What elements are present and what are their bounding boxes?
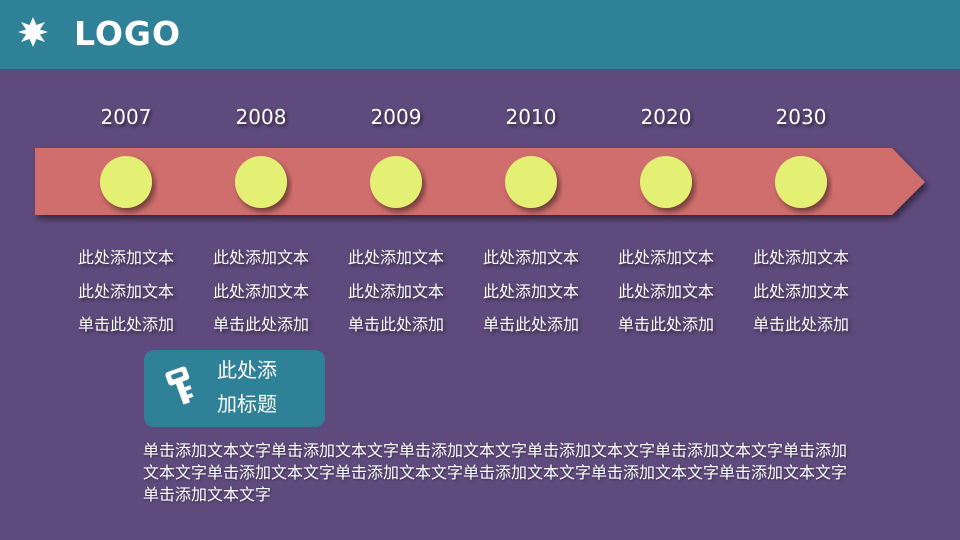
header-bar: LOGO — [0, 0, 960, 69]
timeline-description-line2: 此处添加文本 — [617, 281, 714, 301]
timeline-description-line3: 单击此处添加 — [752, 315, 849, 334]
timeline-description: 此处添加文本此处添加文本单击此处添加 — [596, 241, 736, 342]
timeline-description-line1: 此处添加文本 — [752, 248, 849, 267]
timeline-description-line1: 此处添加文本 — [482, 248, 579, 267]
timeline-description-line3: 单击此处添加 — [482, 315, 579, 334]
timeline-year: 2020 — [640, 105, 692, 129]
timeline-dot — [775, 156, 827, 208]
timeline-description-line1: 此处添加文本 — [77, 248, 174, 267]
timeline-description-line1: 此处添加文本 — [212, 248, 309, 267]
timeline-description-line1: 此处添加文本 — [617, 248, 714, 267]
key-icon — [165, 366, 194, 405]
timeline-description-line3: 单击此处添加 — [77, 315, 174, 334]
timeline-dot — [100, 156, 152, 208]
timeline-description-line2: 此处添加文本 — [482, 281, 579, 301]
timeline-dot — [235, 156, 287, 208]
logo-text: LOGO — [74, 14, 182, 53]
timeline-description-line1: 此处添加文本 — [347, 248, 444, 267]
timeline-year: 2009 — [370, 105, 422, 129]
title-box[interactable]: 此处添 加标题 — [144, 350, 325, 427]
body-text: 单击添加文本文字单击添加文本文字单击添加文本文字单击添加文本文字单击添加文本文字… — [143, 441, 848, 504]
timeline-year: 2010 — [505, 105, 557, 129]
timeline-description: 此处添加文本此处添加文本单击此处添加 — [56, 241, 196, 342]
timeline-description: 此处添加文本此处添加文本单击此处添加 — [461, 241, 601, 342]
timeline-description-line2: 此处添加文本 — [752, 281, 849, 301]
timeline-arrow — [35, 148, 925, 215]
starburst-icon — [18, 17, 48, 47]
timeline-description: 此处添加文本此处添加文本单击此处添加 — [326, 241, 466, 342]
timeline-year: 2007 — [100, 105, 152, 129]
timeline-description-line3: 单击此处添加 — [347, 315, 444, 334]
timeline-description: 此处添加文本此处添加文本单击此处添加 — [191, 241, 331, 342]
timeline-year: 2008 — [235, 105, 287, 129]
section-title: 此处添 加标题 — [217, 353, 277, 421]
timeline-dot — [370, 156, 422, 208]
timeline-description-line2: 此处添加文本 — [212, 281, 309, 301]
timeline-description-line2: 此处添加文本 — [77, 281, 174, 301]
section-title-line2: 加标题 — [217, 392, 277, 416]
timeline-description-line3: 单击此处添加 — [617, 315, 714, 334]
timeline-description-line3: 单击此处添加 — [212, 315, 309, 334]
timeline-dot — [505, 156, 557, 208]
section-title-line1: 此处添 — [217, 358, 277, 382]
timeline-year: 2030 — [775, 105, 827, 129]
timeline-description-line2: 此处添加文本 — [347, 281, 444, 301]
timeline-dot — [640, 156, 692, 208]
timeline-description: 此处添加文本此处添加文本单击此处添加 — [731, 241, 871, 342]
